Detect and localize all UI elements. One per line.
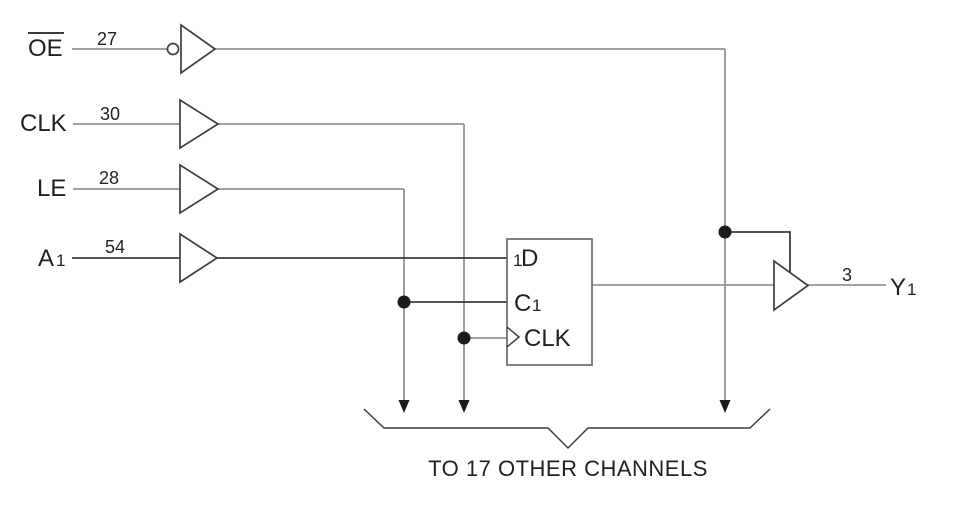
latch-clk-label: CLK [524,325,571,352]
inverter-bubble-icon [166,42,180,56]
clk-pin-number: 30 [100,104,120,124]
y1-label-subscript: 1 [907,280,916,299]
le-c1-junction-dot [397,295,411,309]
le-buffer-icon [179,163,220,215]
latch-d-prefix: 1 [513,251,522,270]
le-arrowhead-icon [398,400,410,413]
le-label: LE [37,175,66,202]
a1-label-subscript: 1 [56,251,65,270]
a1-buffer-icon [179,232,219,284]
le-pin-number: 28 [99,168,119,188]
junction-dots [397,225,732,345]
caption: TO 17 OTHER CHANNELS [428,456,708,481]
clk-junction-dot [457,331,471,345]
brace-icon [363,408,771,450]
edge-trigger-icon [506,326,521,348]
latch-c-label: C [514,290,531,317]
latch-c-suffix: 1 [532,296,541,315]
latch-block: 1 D C 1 CLK [506,238,593,366]
y1-pin-number: 3 [842,265,852,285]
a1-label: A [38,245,54,272]
enable-branch-wire [725,231,791,272]
input-buffers [166,23,220,284]
signal-wires [72,48,886,401]
clk-label: CLK [20,110,67,137]
input-labels: OE CLK LE A 1 27 30 28 54 [20,29,125,272]
oe-junction-dot [718,225,732,239]
output-buffer-icon [773,259,810,312]
clk-arrowhead-icon [458,400,470,413]
latch-box [506,238,593,366]
a1-pin-number: 54 [105,237,125,257]
oe-label: OE [28,35,63,62]
oe-pin-number: 27 [97,29,117,49]
y1-label: Y [890,274,906,301]
clk-buffer-icon [179,98,220,150]
channel-arrows [398,400,731,413]
output-labels: 3 Y 1 [842,265,916,301]
latch-d-label: D [521,245,538,272]
oe-arrowhead-icon [719,400,731,413]
oe-buffer-icon [180,23,217,75]
